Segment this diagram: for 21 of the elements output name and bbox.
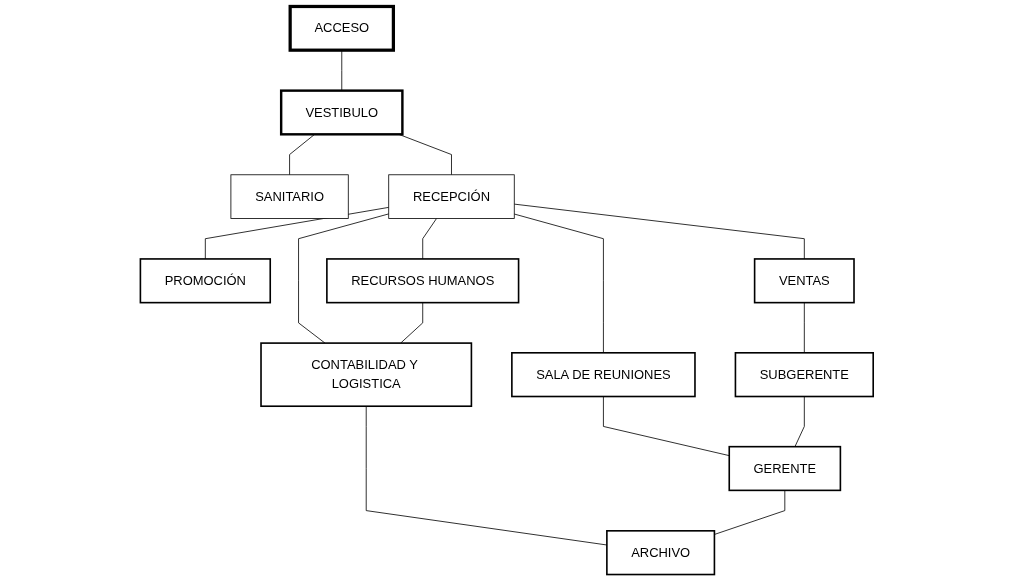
connector — [422, 218, 437, 260]
node-box: RECURSOS HUMANOS — [325, 258, 520, 304]
connector — [513, 213, 604, 354]
node-box: VENTAS — [753, 258, 855, 304]
node-box: RECEPCIÓN — [388, 174, 515, 219]
node-box: SUBGERENTE — [734, 352, 874, 398]
connector — [297, 213, 389, 344]
node-box: CONTABILIDAD Y LOGISTICA — [259, 342, 472, 407]
connector — [399, 302, 423, 344]
node-box: ACCESO — [288, 4, 395, 52]
connector — [803, 302, 805, 354]
node-box: VESTIBULO — [279, 89, 404, 136]
node-box: SALA DE REUNIONES — [510, 352, 696, 398]
node-box: ARCHIVO — [605, 530, 715, 576]
node-box: SANITARIO — [230, 174, 349, 219]
connector — [365, 405, 607, 546]
connector — [513, 203, 805, 260]
connector — [794, 396, 805, 448]
node-box: PROMOCIÓN — [139, 258, 271, 304]
node-box: GERENTE — [728, 445, 841, 492]
connector — [204, 206, 389, 260]
